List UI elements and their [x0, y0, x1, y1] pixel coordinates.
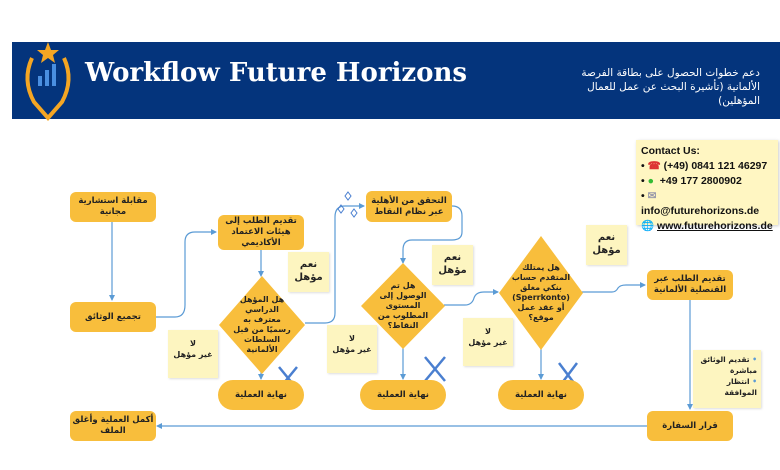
connector — [444, 291, 498, 306]
node-complete-close: أكمل العملية وأغلق الملف — [70, 411, 156, 441]
contact-phone: (+49) 0841 121 46297 — [663, 160, 768, 172]
whatsapp-icon: ● — [647, 175, 654, 187]
node-apply-accreditation: تقديم الطلب إلى هيئات الاعتماد الأكاديمي — [218, 215, 304, 250]
node-points-check: التحقق من الأهلية عبر نظام النقاط — [366, 191, 452, 222]
contact-email[interactable]: info@futurehorizons.de — [641, 205, 760, 217]
node-consulate-application: تقديم الطلب عبر القنصلية الألمانية — [647, 270, 733, 300]
connector — [305, 205, 364, 324]
contact-website[interactable]: www.futurehorizons.de — [657, 220, 773, 232]
connector — [155, 231, 216, 318]
x-mark-icon — [424, 356, 446, 382]
logo-icon — [25, 42, 71, 122]
node-end-2: نهاية العملية — [360, 380, 446, 410]
contact-heading: Contact Us: — [641, 145, 700, 157]
node-collect-documents: تجميع الوثائق — [70, 302, 156, 332]
contact-card: Contact Us: • ☎ (+49) 0841 121 46297 • ●… — [636, 140, 778, 232]
connector — [402, 205, 463, 263]
node-end-3: نهاية العملية — [498, 380, 584, 410]
decision-recognized: هل المؤهل الدراسي معترف به رسميًا من قبل… — [219, 276, 305, 374]
decision-label: هل يمتلك المتقدم حساب بنكي مغلق (Sperrko… — [511, 263, 571, 322]
node-end-1: نهاية العملية — [218, 380, 304, 410]
decision-label: هل المؤهل الدراسي معترف به رسميًا من قبل… — [233, 295, 291, 354]
page-title: Workflow Future Horizons — [85, 58, 468, 88]
connector — [582, 284, 645, 293]
node-embassy-decision: قرار السفارة — [647, 411, 733, 441]
header-banner — [12, 42, 780, 119]
node-free-consultation: مقابلة استشارية مجانية — [70, 192, 156, 222]
page-subtitle: دعم خطوات الحصول على بطاقة الفرصة الألما… — [581, 67, 760, 107]
decision-label: هل تم الوصول إلى المستوى المطلوب من النق… — [377, 281, 429, 330]
phone-icon: ☎ — [647, 160, 661, 172]
note-consulate-steps: • تقديم الوثائق مباشرة • انتظار الموافقة — [693, 350, 761, 408]
sparkle-icon — [337, 191, 358, 218]
decision-account: هل يمتلك المتقدم حساب بنكي مغلق (Sperrko… — [499, 236, 583, 350]
contact-whatsapp: +49 177 2800902 — [659, 175, 742, 187]
globe-icon: 🌐 — [641, 220, 655, 232]
email-icon: ✉ — [647, 190, 657, 202]
